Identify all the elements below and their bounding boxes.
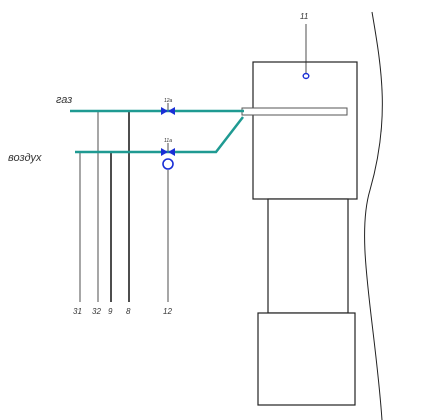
callout-31: 31 [73,307,82,316]
furnace-column [267,198,349,314]
gas-valve-12a [161,107,175,115]
callout-11: 11 [300,12,308,21]
callout-32: 32 [92,307,101,316]
furnace-base [257,312,356,406]
callout-11a: 11а [164,138,172,144]
sensor-11-probe [302,72,310,80]
callout-12: 12 [163,307,172,316]
callout-8: 8 [126,307,131,316]
air-label: воздух [8,152,42,164]
callout-12a: 12а [164,98,173,104]
furnace-wall-curve [364,11,383,420]
flow-meter-12 [162,158,174,170]
air-pipe [75,116,244,154]
gas-label: газ [56,94,72,106]
air-valve-11a [161,148,175,156]
furnace-chamber [252,61,358,200]
callout-9: 9 [108,307,113,316]
burner-nozzle [241,107,348,116]
